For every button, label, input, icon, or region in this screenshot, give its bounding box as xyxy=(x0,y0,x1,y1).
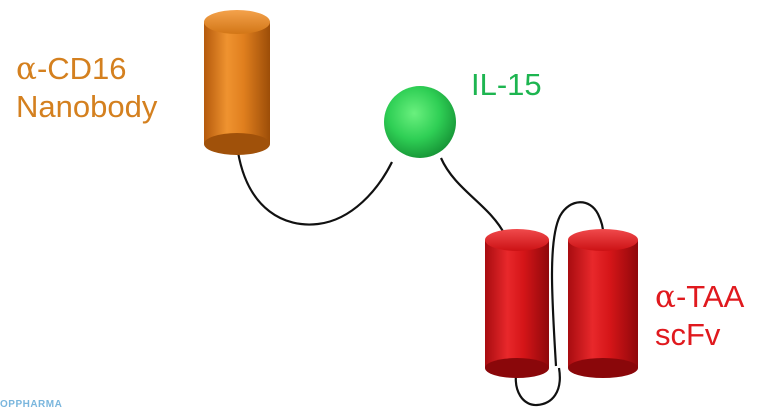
taa-label-line2: scFv xyxy=(655,317,721,352)
cd16-label-text: -CD16 xyxy=(36,51,127,86)
taa-label-text: -TAA xyxy=(675,279,745,314)
alpha-symbol: α xyxy=(16,51,37,87)
scfv-left-domain xyxy=(485,229,549,378)
nanobody-il15-linker xyxy=(236,151,393,226)
scfv-internal-linker-bottom xyxy=(514,367,561,407)
cd16-label-line2: Nanobody xyxy=(16,89,158,124)
scfv-right-domain xyxy=(568,229,638,378)
il15-sphere xyxy=(384,86,456,158)
alpha-symbol: α xyxy=(655,279,676,315)
taa-label-line1: α-TAA xyxy=(655,278,744,316)
taa-scfv-label: α-TAA scFv xyxy=(655,278,744,354)
cd16-label-line1: α-CD16 xyxy=(16,50,157,88)
il15-scfv-linker xyxy=(439,157,506,236)
cd16-nanobody-label: α-CD16 Nanobody xyxy=(16,50,157,126)
il15-label: IL-15 xyxy=(471,67,542,102)
scfv-internal-linker-top xyxy=(550,201,605,367)
cd16-nanobody-domain xyxy=(204,10,270,155)
company-logo-fragment: OPPHARMA xyxy=(0,399,63,410)
